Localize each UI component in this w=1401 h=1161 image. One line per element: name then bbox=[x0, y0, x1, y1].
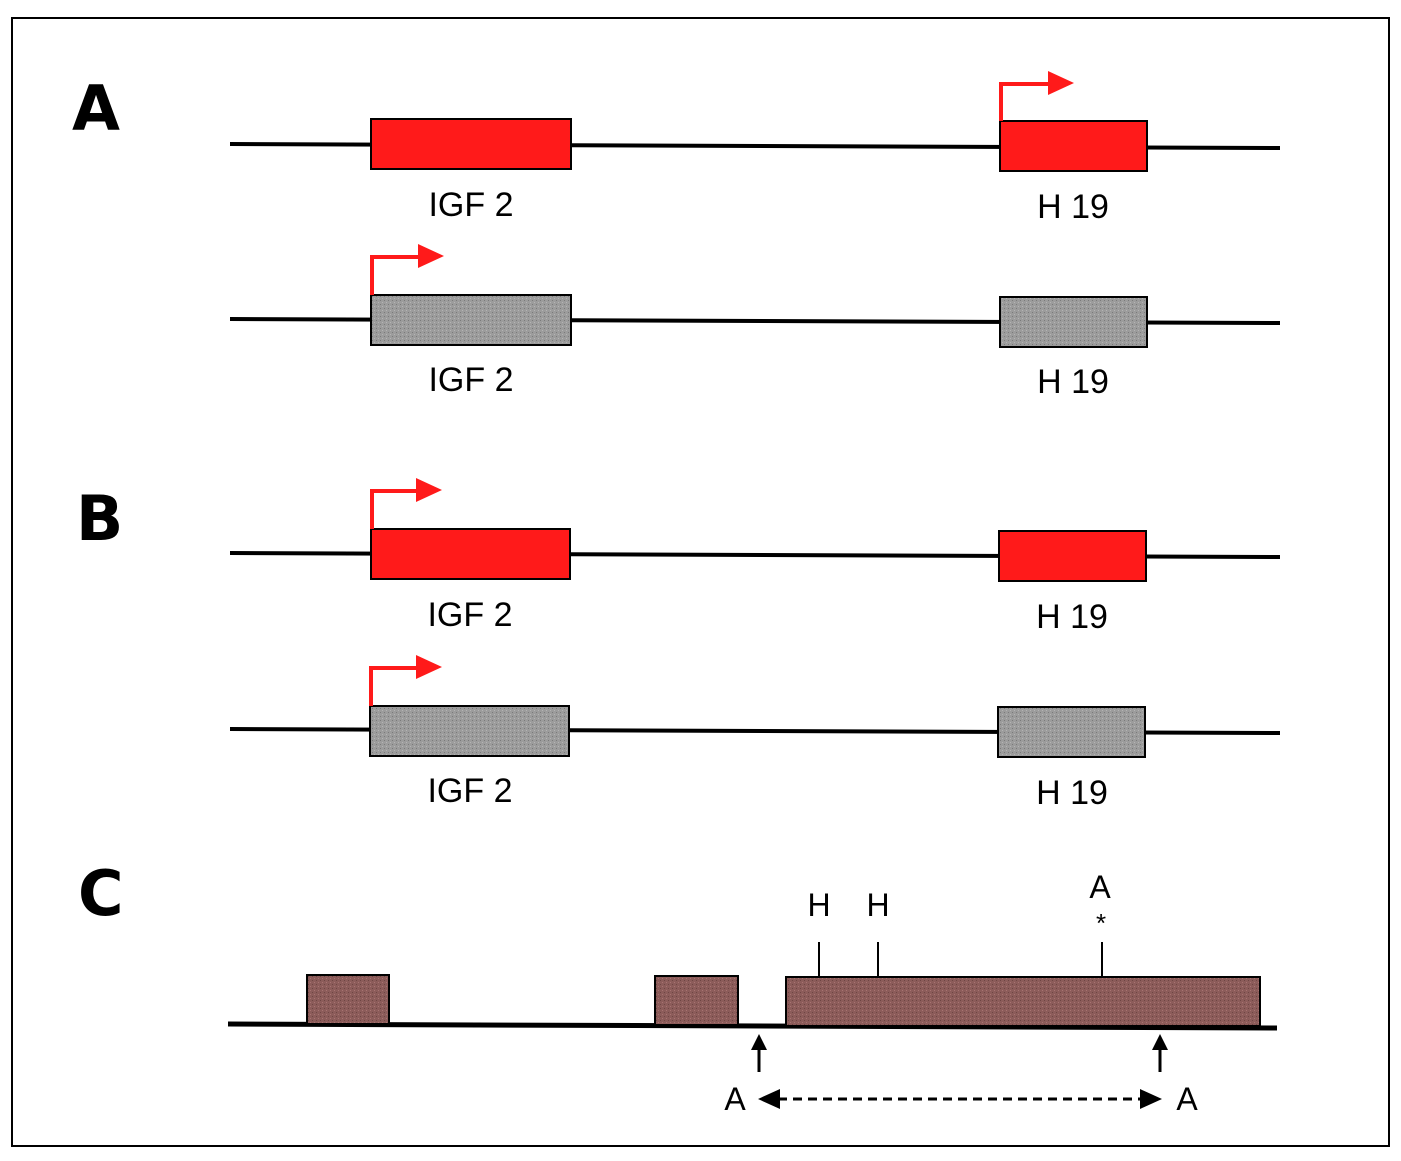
promoter-arrow-icon bbox=[999, 71, 1074, 121]
panel-letter-b: B bbox=[76, 482, 123, 555]
panel-b-row-1: IGF 2 H 19 bbox=[229, 478, 1281, 636]
a-site-label-top: A bbox=[1089, 869, 1111, 905]
exon-box-3 bbox=[785, 976, 1261, 1027]
igf2-label: IGF 2 bbox=[428, 361, 513, 399]
h19-gene-box bbox=[999, 296, 1148, 348]
a-site-asterisk: * bbox=[1096, 908, 1106, 938]
h-site-label-2: H bbox=[866, 887, 889, 923]
exon-box-1 bbox=[306, 974, 390, 1025]
h19-label: H 19 bbox=[1036, 598, 1108, 636]
h-site-label-1: H bbox=[807, 887, 830, 923]
exon-box-2 bbox=[654, 975, 739, 1026]
igf2-gene-box bbox=[370, 118, 572, 170]
panel-b-row-2: IGF 2 H 19 bbox=[229, 655, 1281, 812]
h19-label: H 19 bbox=[1036, 774, 1108, 812]
h19-gene-box bbox=[998, 530, 1147, 582]
h19-gene-box bbox=[997, 706, 1146, 758]
igf2-gene-box bbox=[370, 294, 572, 346]
a-site-label-right: A bbox=[1176, 1081, 1198, 1117]
igf2-gene-box bbox=[370, 528, 571, 580]
up-arrow-icon-right bbox=[1152, 1034, 1168, 1072]
a-site-label-left: A bbox=[724, 1081, 746, 1117]
panel-c-gene-map: H H A * A A bbox=[227, 869, 1278, 1117]
chromosome-line bbox=[227, 1021, 1278, 1031]
igf2-label: IGF 2 bbox=[427, 772, 512, 810]
figure-frame bbox=[11, 17, 1390, 1147]
promoter-arrow-icon bbox=[370, 244, 444, 295]
panel-letter-a: A bbox=[72, 72, 120, 145]
panel-a-row-1: IGF 2 H 19 bbox=[229, 71, 1281, 226]
panel-a-row-2: IGF 2 H 19 bbox=[229, 244, 1281, 401]
igf2-label: IGF 2 bbox=[427, 596, 512, 634]
panel-letter-c: C bbox=[78, 857, 124, 930]
h19-gene-box bbox=[999, 120, 1148, 172]
up-arrow-icon-left bbox=[751, 1034, 767, 1072]
h19-label: H 19 bbox=[1037, 363, 1109, 401]
promoter-arrow-icon bbox=[370, 478, 442, 529]
promoter-arrow-icon bbox=[369, 655, 442, 706]
h19-label: H 19 bbox=[1037, 188, 1109, 226]
igf2-gene-box bbox=[369, 705, 570, 757]
dashed-double-arrow-icon bbox=[758, 1089, 1162, 1109]
igf2-label: IGF 2 bbox=[428, 186, 513, 224]
